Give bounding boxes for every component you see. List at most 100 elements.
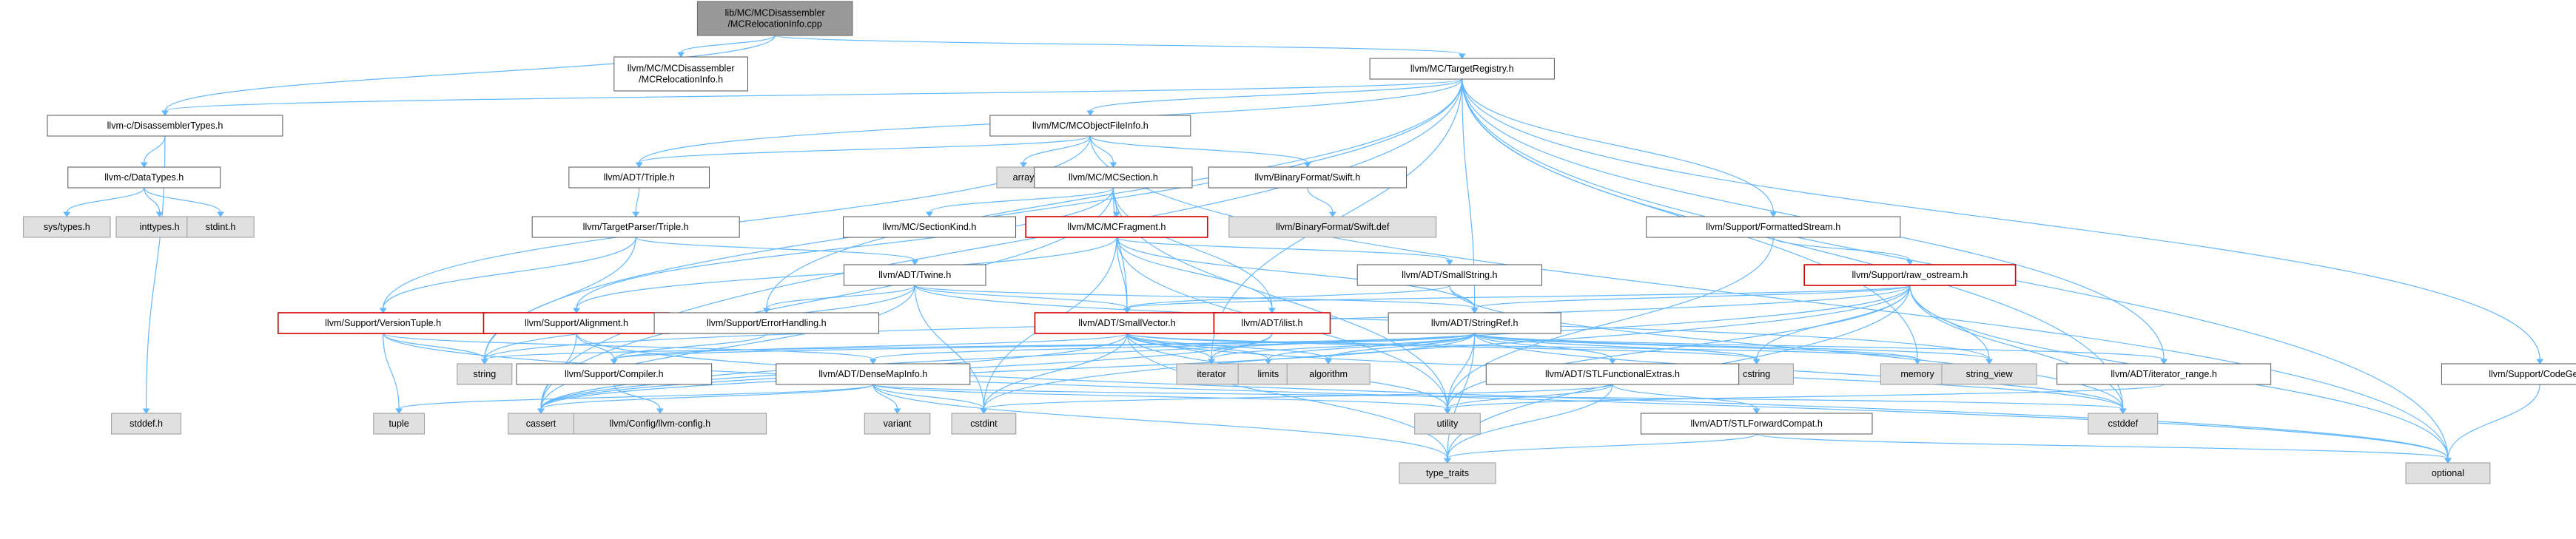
edge-disasm_types-to-datatypes [140, 135, 166, 168]
node-disasm_types[interactable]: llvm-c/DisassemblerTypes.h [47, 115, 283, 137]
node-codegen[interactable]: llvm/Support/CodeGen.h [2441, 363, 2576, 385]
edge-stringref-to-densemapinfo [869, 333, 1476, 365]
node-label: llvm-c/DisassemblerTypes.h [107, 121, 223, 131]
node-fmtstream[interactable]: llvm/Support/FormattedStream.h [1646, 216, 1901, 238]
edge-stringref-to-stringview [1474, 333, 1994, 365]
edge-mcfragment-to-smallstring [1116, 237, 1453, 265]
node-sectionkind[interactable]: llvm/MC/SectionKind.h [842, 216, 1017, 238]
node-cassert[interactable]: cassert [508, 413, 574, 435]
edge-stlfunc-to-cstdint [980, 384, 1613, 414]
node-label: stddef.h [130, 418, 163, 429]
node-label: llvm/MC/TargetRegistry.h [1410, 64, 1514, 74]
node-label: algorithm [1309, 369, 1348, 379]
node-label: stdint.h [206, 222, 236, 232]
node-label: llvm/ADT/StringRef.h [1431, 318, 1519, 328]
edge-densemapinfo-to-variant [872, 384, 901, 414]
node-mcrelinfo_h[interactable]: llvm/MC/MCDisassembler/MCRelocationInfo.… [613, 56, 748, 92]
node-twine[interactable]: llvm/ADT/Twine.h [844, 264, 986, 286]
node-densemapinfo[interactable]: llvm/ADT/DenseMapInfo.h [776, 363, 971, 385]
edge-stringref-to-limits [1264, 333, 1476, 365]
node-label: string_view [1966, 369, 2014, 379]
node-label: llvm/MC/MCObjectFileInfo.h [1032, 121, 1149, 131]
node-label: cstddef [2108, 418, 2138, 429]
edge-datatypes-to-stdint [144, 187, 224, 217]
edge-mcobjfileinfo-to-triple [635, 135, 1091, 168]
edge-versiontuple-to-tuple [383, 333, 403, 414]
edge-iterrange-to-utility [1444, 384, 2165, 414]
node-label: utility [1437, 418, 1459, 429]
node-cstddef[interactable]: cstddef [2088, 413, 2159, 435]
node-triple[interactable]: llvm/ADT/Triple.h [568, 166, 710, 189]
node-label: llvm/ADT/STLForwardCompat.h [1690, 418, 1822, 429]
edge-stringref-to-iterator [1208, 333, 1476, 365]
edge-twine-to-cstdint [914, 285, 988, 414]
node-utility[interactable]: utility [1414, 413, 1481, 435]
node-label: llvm/Config/llvm-config.h [610, 418, 710, 429]
edge-rawostream-to-stringref [1470, 285, 1911, 313]
node-targettriple[interactable]: llvm/TargetParser/Triple.h [531, 216, 740, 238]
edge-target_registry-to-mcobjfileinfo [1086, 78, 1463, 116]
node-swiftdef[interactable]: llvm/BinaryFormat/Swift.def [1228, 216, 1437, 238]
node-tuple[interactable]: tuple [373, 413, 425, 435]
node-binswift[interactable]: llvm/BinaryFormat/Swift.h [1208, 166, 1408, 189]
node-algorithm[interactable]: algorithm [1286, 363, 1371, 385]
node-label: llvm/ADT/Twine.h [878, 270, 951, 280]
node-mcobjfileinfo[interactable]: llvm/MC/MCObjectFileInfo.h [989, 115, 1191, 137]
edge-targettriple-to-twine [635, 237, 919, 265]
node-label: llvm/ADT/Triple.h [604, 172, 675, 183]
node-stlfunc[interactable]: llvm/ADT/STLFunctionalExtras.h [1485, 363, 1740, 385]
edge-datatypes-to-inttypes [144, 187, 164, 217]
node-smallstring[interactable]: llvm/ADT/SmallString.h [1356, 264, 1542, 286]
node-stringref[interactable]: llvm/ADT/StringRef.h [1388, 312, 1561, 334]
edge-stringref-to-string [480, 333, 1476, 365]
node-stddef[interactable]: stddef.h [111, 413, 182, 435]
node-label: array [1013, 172, 1035, 183]
node-iterrange[interactable]: llvm/ADT/iterator_range.h [2057, 363, 2272, 385]
edge-datatypes-to-systypes [63, 187, 145, 217]
edge-stringref-to-cstring [1474, 333, 1761, 365]
node-mcfragment[interactable]: llvm/MC/MCFragment.h [1025, 216, 1208, 238]
edge-densemapinfo-to-cstddef [872, 384, 2127, 414]
node-datatypes[interactable]: llvm-c/DataTypes.h [67, 166, 221, 189]
edge-codegen-to-optional [2444, 384, 2540, 464]
edge-target_registry-to-codegen [1462, 78, 2544, 365]
node-cstdint[interactable]: cstdint [951, 413, 1017, 435]
node-iterator[interactable]: iterator [1176, 363, 1247, 385]
edge-root-to-mcrelinfo_h [677, 35, 776, 58]
node-label: llvm/Support/Alignment.h [525, 318, 628, 328]
node-label: llvm/Support/CodeGen.h [2489, 369, 2576, 379]
node-label: memory [1900, 369, 1934, 379]
node-alignment[interactable]: llvm/Support/Alignment.h [482, 312, 670, 334]
node-llvmconfig[interactable]: llvm/Config/llvm-config.h [553, 413, 767, 435]
node-errorhandling[interactable]: llvm/Support/ErrorHandling.h [653, 312, 880, 334]
node-root[interactable]: lib/MC/MCDisassembler/MCRelocationInfo.c… [696, 1, 853, 36]
node-stringview[interactable]: string_view [1941, 363, 2037, 385]
node-versiontuple[interactable]: llvm/Support/VersionTuple.h [278, 312, 489, 334]
node-label: optional [2432, 468, 2464, 478]
edge-binswift-to-swiftdef [1307, 187, 1336, 217]
node-smallvector[interactable]: llvm/ADT/SmallVector.h [1034, 312, 1220, 334]
node-systypes[interactable]: sys/types.h [23, 216, 111, 238]
edge-versiontuple-to-string [383, 333, 488, 365]
node-label: llvm/Support/FormattedStream.h [1706, 222, 1840, 232]
node-variant[interactable]: variant [864, 413, 931, 435]
node-label: sys/types.h [44, 222, 90, 232]
node-rawostream[interactable]: llvm/Support/raw_ostream.h [1803, 264, 2017, 286]
node-label: llvm/MC/MCSection.h [1069, 172, 1158, 183]
node-mcsection[interactable]: llvm/MC/MCSection.h [1034, 166, 1193, 189]
edge-mcobjfileinfo-to-array [1020, 135, 1091, 168]
node-label: llvm/BinaryFormat/Swift.h [1255, 172, 1361, 183]
node-optional[interactable]: optional [2405, 462, 2491, 484]
node-label: llvm/ADT/DenseMapInfo.h [818, 369, 927, 379]
node-typetraits[interactable]: type_traits [1399, 462, 1496, 484]
edge-root-to-target_registry [774, 35, 1466, 59]
node-target_registry[interactable]: llvm/MC/TargetRegistry.h [1369, 58, 1555, 80]
node-ilist[interactable]: llvm/ADT/ilist.h [1213, 312, 1331, 334]
node-stdint[interactable]: stdint.h [186, 216, 255, 238]
node-string[interactable]: string [457, 363, 513, 385]
node-label: llvm/MC/SectionKind.h [883, 222, 977, 232]
node-label: llvm/ADT/ilist.h [1241, 318, 1302, 328]
node-compiler[interactable]: llvm/Support/Compiler.h [516, 363, 713, 385]
node-stlfwd[interactable]: llvm/ADT/STLForwardCompat.h [1640, 413, 1873, 435]
